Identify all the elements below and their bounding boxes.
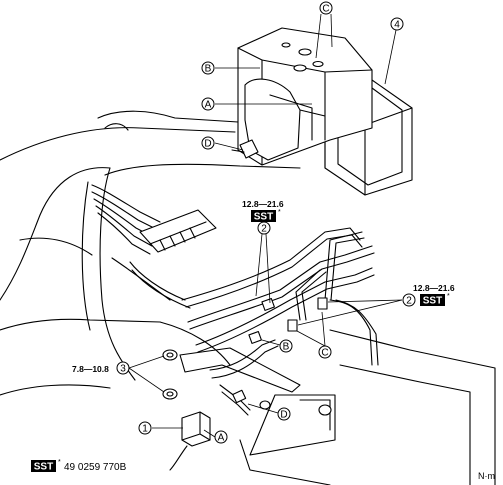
svg-text:B: B	[205, 64, 212, 75]
svg-text:*: *	[447, 293, 450, 300]
callout-d-bottom: D	[277, 407, 291, 421]
svg-text:7.8—10.8: 7.8—10.8	[72, 364, 109, 374]
abs-hydraulic-unit	[231, 27, 413, 196]
svg-text:SST: SST	[254, 212, 273, 223]
callout-1: 1	[138, 421, 152, 435]
torque-spec-bolts: 7.8—10.8	[72, 364, 109, 374]
svg-text:12.8—21.6: 12.8—21.6	[242, 199, 284, 209]
svg-text:A: A	[205, 100, 212, 111]
svg-text:SST: SST	[34, 462, 53, 473]
vehicle-body-outline	[0, 110, 496, 485]
svg-text:SST: SST	[423, 296, 442, 307]
callout-b-bottom: B	[279, 339, 293, 353]
leader-lines	[128, 13, 403, 438]
svg-text:2: 2	[406, 296, 412, 307]
svg-text:C: C	[321, 348, 328, 359]
mounting-bracket	[162, 347, 332, 416]
svg-text:3: 3	[120, 364, 126, 375]
bushing	[169, 411, 211, 471]
wiring-harness	[91, 184, 217, 309]
callout-c-bottom: C	[318, 345, 332, 359]
callout-4: 4	[390, 17, 404, 31]
sst-badge-left: SST *	[251, 209, 281, 223]
svg-text:C: C	[322, 4, 329, 15]
unit-label: N·m	[478, 471, 495, 481]
svg-text:49 0259 770B: 49 0259 770B	[64, 462, 127, 473]
svg-text:N·m: N·m	[478, 471, 495, 481]
callout-c-top: C	[319, 1, 333, 15]
svg-text:4: 4	[394, 20, 400, 31]
svg-text:B: B	[283, 342, 290, 353]
callout-d-top: D	[201, 136, 215, 150]
svg-text:2: 2	[261, 224, 267, 235]
callout-b-top: B	[201, 61, 215, 75]
svg-text:*: *	[278, 209, 281, 216]
callout-2-right: 2	[402, 293, 416, 307]
torque-spec-right: 12.8—21.6	[413, 283, 455, 293]
callout-3: 3	[116, 361, 130, 375]
callout-a-bottom: A	[214, 430, 228, 444]
svg-text:1: 1	[142, 424, 148, 435]
sst-badge-right: SST *	[420, 293, 450, 307]
brake-pipes	[181, 227, 379, 416]
svg-text:*: *	[58, 459, 61, 466]
sst-footnote: SST * 49 0259 770B	[31, 459, 127, 473]
callout-2-left: 2	[257, 221, 271, 235]
torque-spec-left: 12.8—21.6	[242, 199, 284, 209]
callout-a-top: A	[201, 97, 215, 111]
svg-text:D: D	[204, 139, 211, 150]
svg-text:A: A	[218, 433, 225, 444]
svg-text:D: D	[280, 410, 287, 421]
svg-text:12.8—21.6: 12.8—21.6	[413, 283, 455, 293]
